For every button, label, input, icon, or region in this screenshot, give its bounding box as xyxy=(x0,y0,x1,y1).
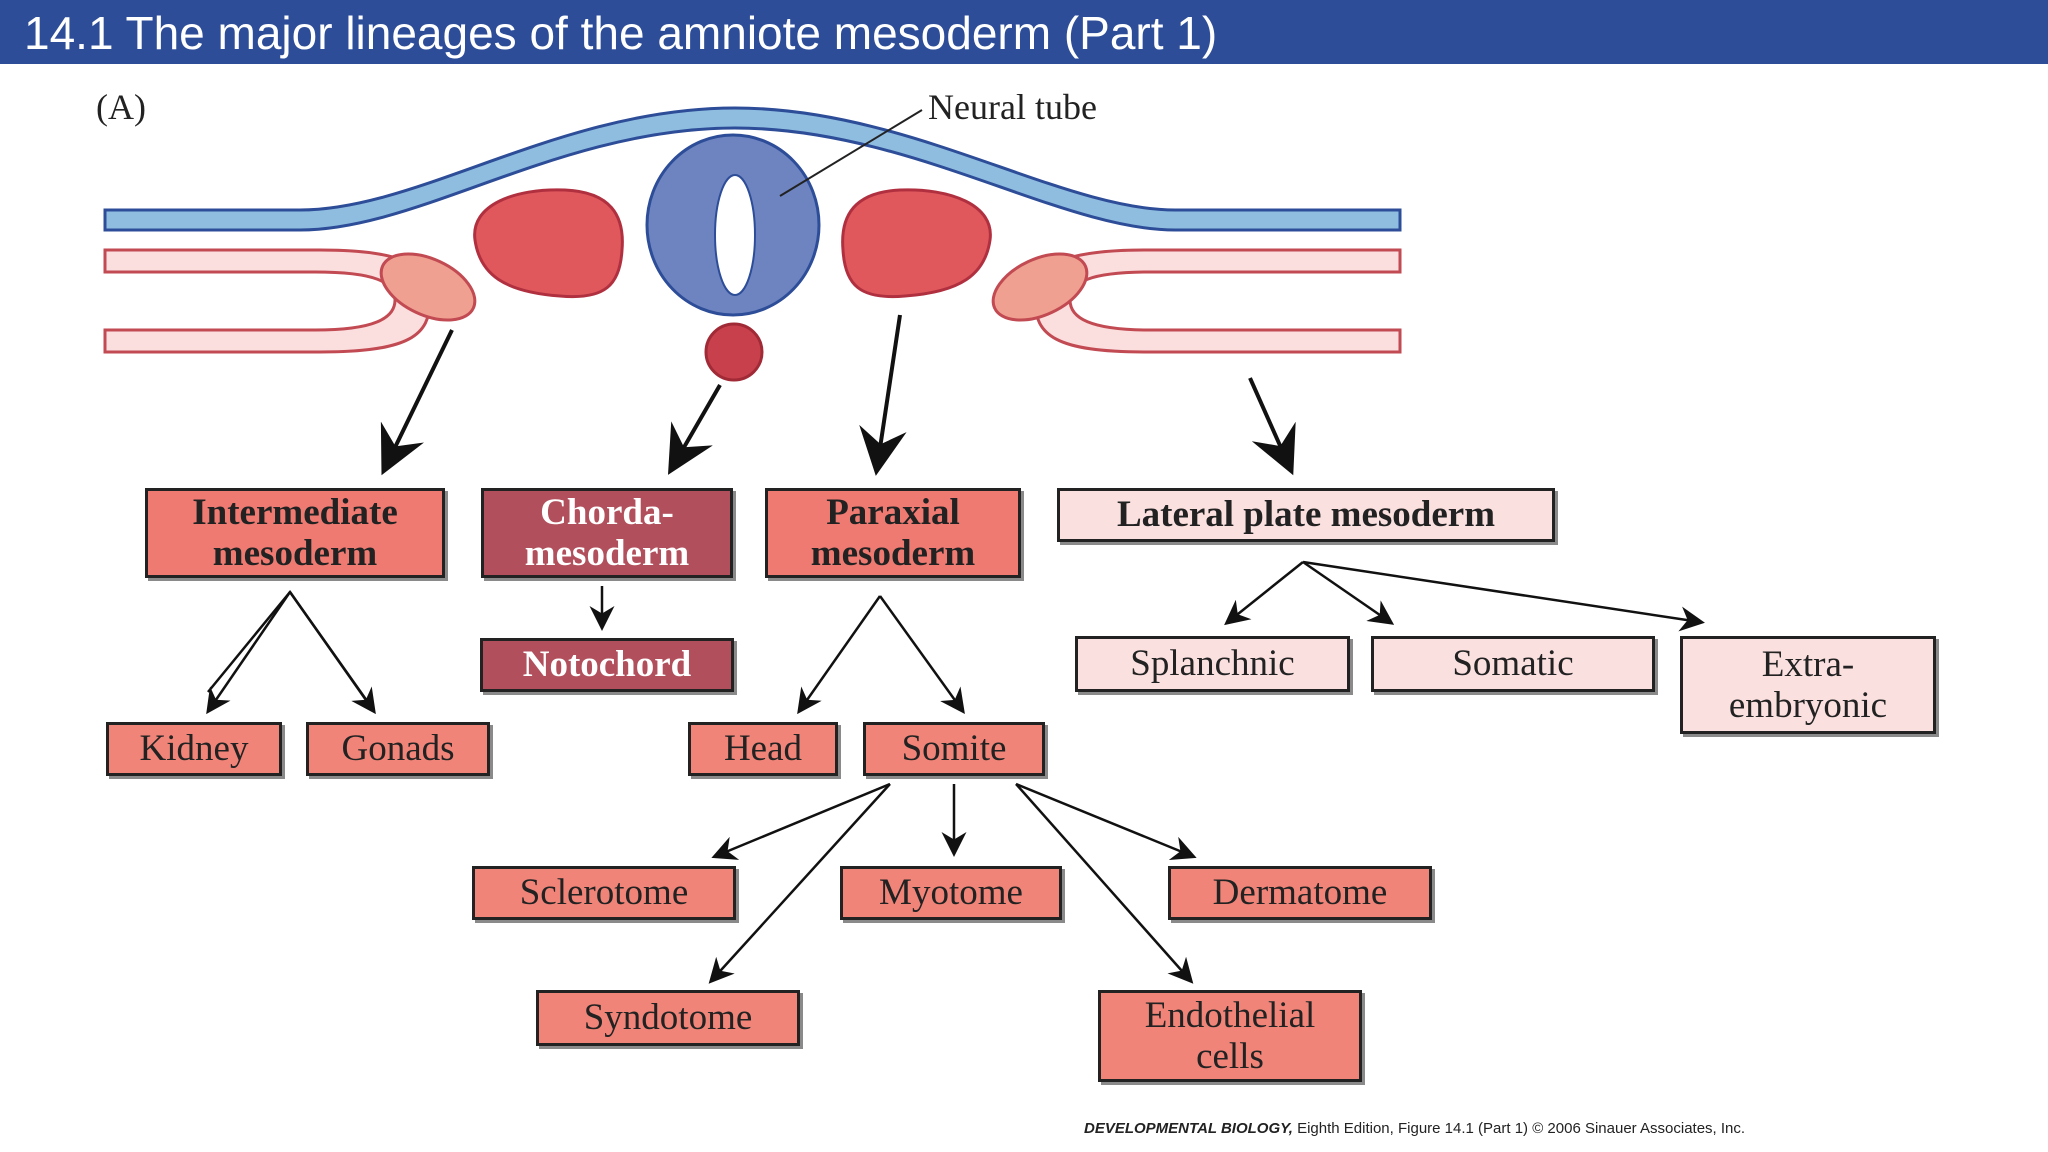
credit-details: Eighth Edition, Figure 14.1 (Part 1) © 2… xyxy=(1292,1120,1746,1137)
extraembryonic-box: Extra- embryonic xyxy=(1680,636,1936,734)
sclerotome-box: Sclerotome xyxy=(472,866,736,920)
syndotome-box: Syndotome xyxy=(536,990,800,1046)
figure-credit: DEVELOPMENTAL BIOLOGY, Eighth Edition, F… xyxy=(1084,1120,1745,1137)
endothelial-cells-label: Endothelial cells xyxy=(1144,994,1316,1077)
arrow-to-endothelial xyxy=(1015,783,1194,984)
myotome-label: Myotome xyxy=(879,872,1023,914)
dermatome-label: Dermatome xyxy=(1212,872,1388,914)
paraxial-mesoderm-label: Paraxial mesoderm xyxy=(810,491,976,574)
arrow-to-somite xyxy=(878,595,965,715)
lateral-plate-mesoderm-box: Lateral plate mesoderm xyxy=(1057,488,1555,542)
neural-tube-label: Neural tube xyxy=(928,87,1097,127)
somite-label: Somite xyxy=(901,728,1007,770)
arrow-to-splanchnic xyxy=(1224,561,1304,626)
arrow-to-chordamesoderm xyxy=(667,383,722,475)
intermediate-mesoderm-box: Intermediate mesoderm xyxy=(145,488,445,578)
chordamesoderm-label: Chorda- mesoderm xyxy=(524,491,690,574)
head-label: Head xyxy=(723,728,803,770)
neural-tube-leader xyxy=(779,109,923,197)
lateral-plate-mesoderm-label: Lateral plate mesoderm xyxy=(1116,494,1496,536)
notochord-label: Notochord xyxy=(522,644,692,686)
intermediate-mesoderm-label: Intermediate mesoderm xyxy=(192,491,398,574)
arrow-to-paraxial xyxy=(859,314,907,476)
extraembryonic-label: Extra- embryonic xyxy=(1728,643,1888,726)
sclerotome-label: Sclerotome xyxy=(519,872,689,914)
arrow-to-syndotome xyxy=(708,783,891,984)
endothelial-cells-box: Endothelial cells xyxy=(1098,990,1362,1082)
intermediate-mesoderm-left xyxy=(379,252,477,322)
notochord-box: Notochord xyxy=(480,638,734,692)
myotome-box: Myotome xyxy=(840,866,1062,920)
dermatome-box: Dermatome xyxy=(1168,866,1432,920)
ectoderm xyxy=(103,106,1402,232)
arrow-to-extraembryonic xyxy=(1302,560,1705,632)
head-box: Head xyxy=(688,722,838,776)
kidney-box: Kidney xyxy=(106,722,282,776)
intermediate-mesoderm-right xyxy=(991,252,1089,322)
lateral-plate-right xyxy=(1033,248,1402,354)
credit-book-title: DEVELOPMENTAL BIOLOGY, xyxy=(1084,1120,1293,1137)
arrow-to-head xyxy=(797,595,882,715)
neural-tube-lumen xyxy=(714,174,756,296)
arrow-to-somatic xyxy=(1302,560,1395,625)
lateral-plate-left xyxy=(103,248,432,354)
paraxial-mesoderm-right xyxy=(841,188,992,299)
arrow-to-sclerotome xyxy=(711,782,891,860)
kidney-label: Kidney xyxy=(139,728,249,770)
paraxial-mesoderm-box: Paraxial mesoderm xyxy=(765,488,1021,578)
panel-label: (A) xyxy=(96,87,146,127)
somatic-label: Somatic xyxy=(1452,643,1574,685)
splanchnic-label: Splanchnic xyxy=(1130,643,1295,685)
arrow-to-dermatome xyxy=(1015,782,1197,860)
gonads-box: Gonads xyxy=(306,722,490,776)
arrow-to-intermediate xyxy=(380,329,454,476)
paraxial-mesoderm-left xyxy=(473,188,624,299)
branch-intermediate xyxy=(207,589,374,709)
chordamesoderm-box: Chorda- mesoderm xyxy=(481,488,733,578)
gonads-label: Gonads xyxy=(341,728,455,770)
syndotome-label: Syndotome xyxy=(583,997,753,1039)
somatic-box: Somatic xyxy=(1371,636,1655,692)
notochord-tissue xyxy=(704,322,764,382)
title-bar: 14.1 The major lineages of the amniote m… xyxy=(0,0,2048,64)
somite-box: Somite xyxy=(863,722,1045,776)
slide-title: 14.1 The major lineages of the amniote m… xyxy=(24,7,1218,59)
arrow-to-lateral xyxy=(1248,377,1296,476)
splanchnic-box: Splanchnic xyxy=(1075,636,1350,692)
